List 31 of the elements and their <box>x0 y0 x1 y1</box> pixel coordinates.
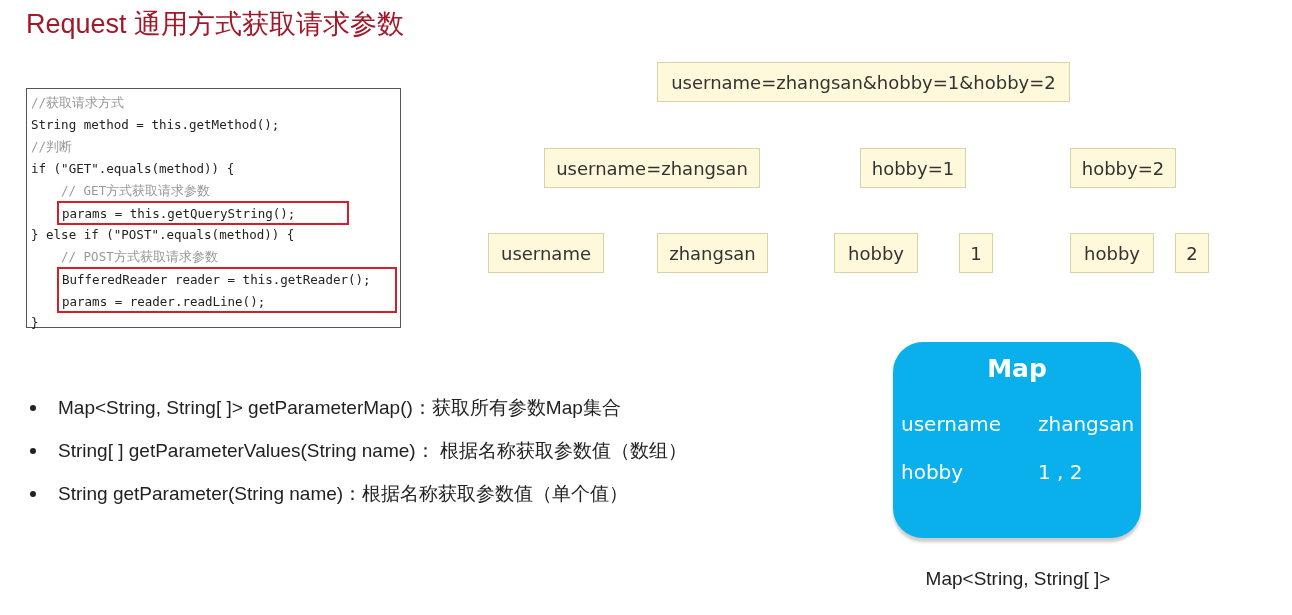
slide-title: Request 通用方式获取请求参数 <box>26 8 405 41</box>
card-text: zhangsan <box>1038 412 1135 436</box>
code-line: String method = this.getMethod(); <box>31 116 280 134</box>
code-line: if ("GET".equals(method)) { <box>31 160 235 178</box>
code-line: BufferedReader reader = this.getReader(); <box>62 271 371 289</box>
code-comment: //判断 <box>31 138 73 156</box>
code-line: params = reader.readLine(); <box>62 293 266 311</box>
bullet-text: String[ ] getParameterValues(String name)： 根据名称获取参数值（数组） <box>58 439 687 463</box>
node-label: Map<String, String[ ]> <box>924 568 1112 590</box>
card-text: hobby <box>901 460 964 484</box>
card-text: 1 , 2 <box>1038 460 1083 484</box>
parameter-tag: zhangsan <box>657 233 768 273</box>
parameter-tag: hobby <box>834 233 918 273</box>
code-line: params = this.getQueryString(); <box>62 205 296 223</box>
parameter-tag: 2 <box>1175 233 1209 273</box>
parameter-tag: hobby=1 <box>860 148 966 188</box>
bullet-text: String getParameter(String name)：根据名称获取参数值（单个值） <box>58 482 629 506</box>
parameter-tag: 1 <box>959 233 993 273</box>
card-text: username <box>901 412 1001 436</box>
code-line: } else if ("POST".equals(method)) { <box>31 226 295 244</box>
parameter-tag: hobby=2 <box>1070 148 1176 188</box>
code-comment: // POST方式获取请求参数 <box>61 248 218 266</box>
parameter-tag: username=zhangsan <box>544 148 760 188</box>
parameter-tag: username=zhangsan&hobby=1&hobby=2 <box>657 62 1070 102</box>
code-comment: // GET方式获取请求参数 <box>61 182 211 200</box>
code-line: } <box>31 314 39 332</box>
parameter-tag: hobby <box>1070 233 1154 273</box>
parameter-tag: username <box>488 233 604 273</box>
bullet-text: Map<String, String[ ]> getParameterMap()：获取所有参数Map集合 <box>58 396 621 420</box>
code-comment: //获取请求方式 <box>31 94 125 112</box>
card-heading: Map <box>986 354 1048 383</box>
